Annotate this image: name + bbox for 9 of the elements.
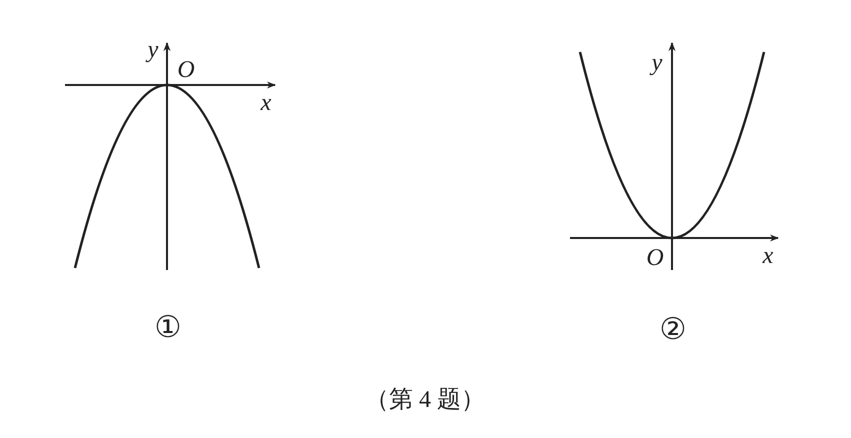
caption: （第 4 题） — [365, 388, 485, 412]
origin-label: O — [177, 58, 195, 82]
axis-label: x — [762, 244, 774, 268]
panel-number: ② — [660, 315, 686, 345]
axis-label: y — [148, 38, 158, 62]
axis-label: y — [652, 51, 662, 75]
axis-label: x — [260, 91, 272, 115]
origin-label: O — [646, 246, 664, 270]
panel-number: ① — [154, 313, 182, 343]
